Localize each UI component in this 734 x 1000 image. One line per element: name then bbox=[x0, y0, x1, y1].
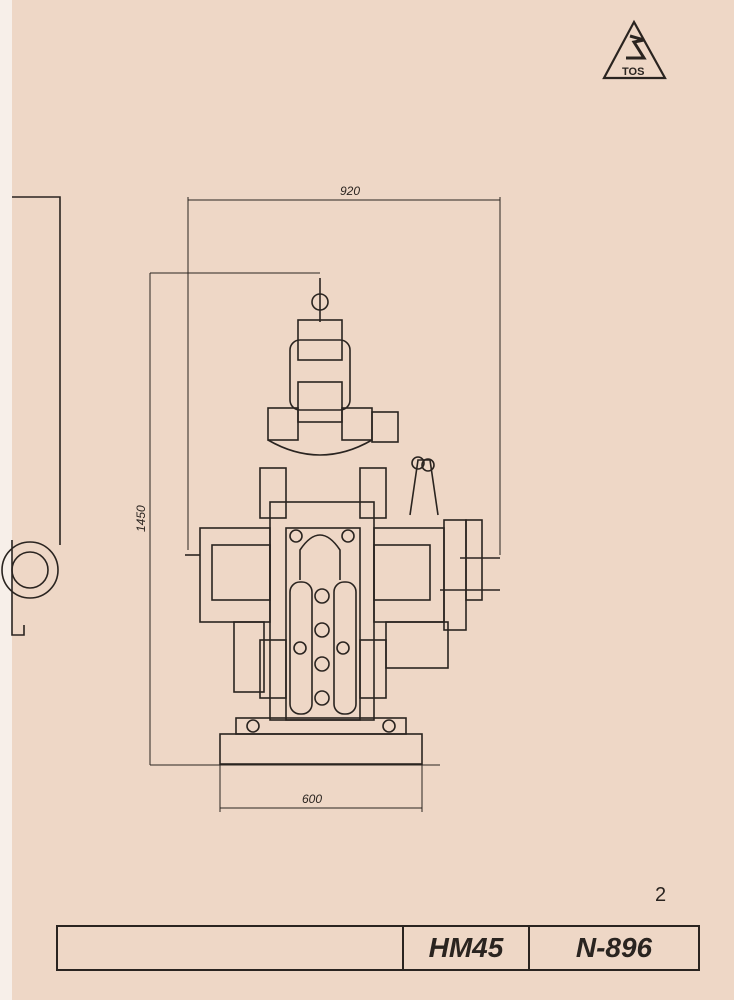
drawing-sheet bbox=[12, 0, 734, 1000]
tos-logo: TOS bbox=[602, 19, 667, 80]
title-block-blank-cell bbox=[58, 927, 404, 969]
width-dimension-label: 920 bbox=[340, 184, 360, 198]
dimension-lines bbox=[149, 197, 501, 812]
title-block: HM45 N-896 bbox=[56, 925, 700, 971]
height-dimension-label: 1450 bbox=[134, 505, 148, 532]
page-number: 2 bbox=[655, 884, 667, 906]
side-view-partial bbox=[1, 196, 61, 636]
logo-text: TOS bbox=[622, 66, 644, 78]
model-number: HM45 bbox=[404, 927, 530, 969]
drawing-number: N-896 bbox=[575, 932, 653, 963]
milling-machine-front-view bbox=[185, 278, 500, 765]
base-width-dimension-label: 600 bbox=[302, 792, 322, 806]
